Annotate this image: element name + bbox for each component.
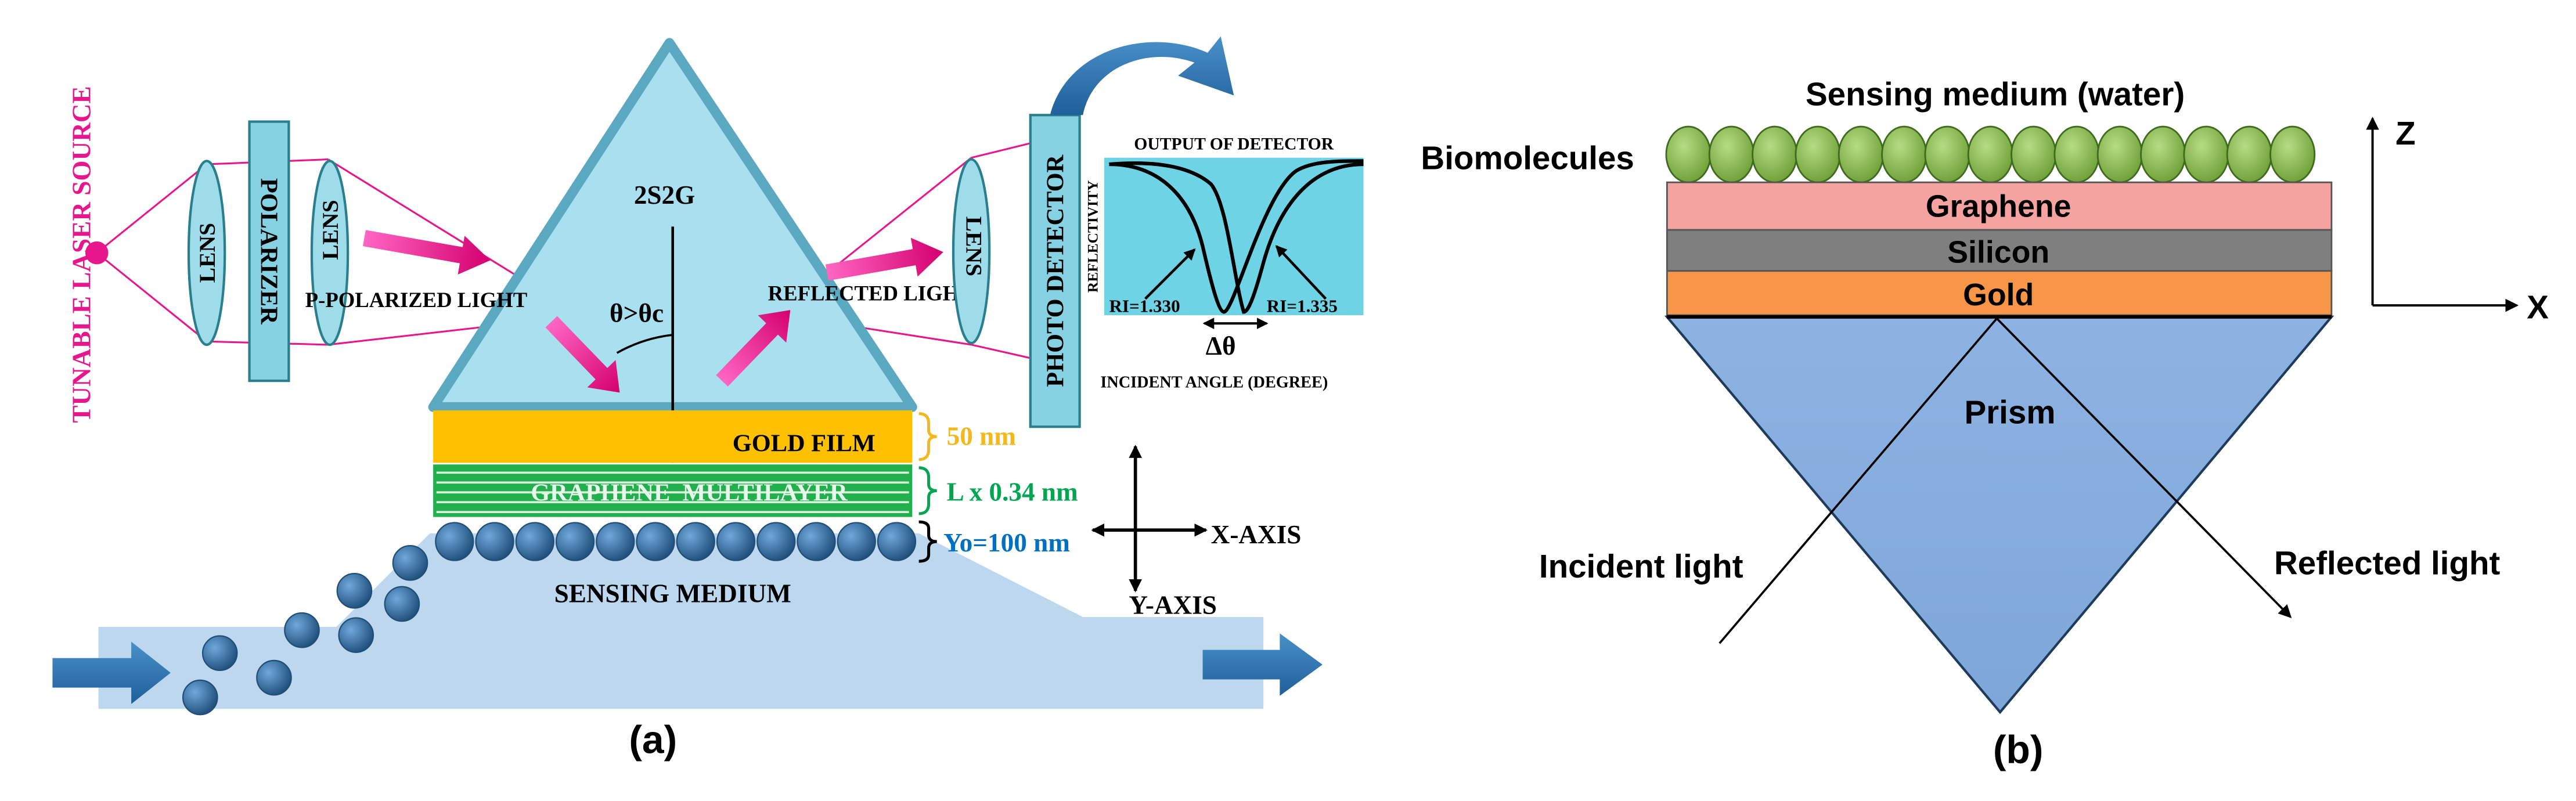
y-axis-label: Y-AXIS — [1129, 590, 1217, 619]
gold-film — [433, 410, 913, 463]
gold-thickness-label: 50 nm — [947, 421, 1016, 450]
biomolecule-layer — [1665, 125, 2316, 183]
bound-biomolecule — [475, 522, 514, 561]
lens-mid — [310, 160, 350, 347]
photo-detector-label: PHOTO DETECTOR — [1042, 154, 1069, 387]
bound-biomolecule-row — [435, 522, 917, 561]
biomolecule — [2226, 125, 2272, 183]
biomolecules-label: Biomolecules — [1421, 140, 1634, 176]
biomolecule — [1881, 125, 1928, 183]
polarizer-label: POLARIZER — [255, 178, 282, 324]
p-polarized-light-label: P-POLARIZED LIGHT — [305, 288, 528, 312]
prism-b — [1664, 315, 2334, 715]
prism-b-label: Prism — [1964, 394, 2055, 431]
bound-biomolecule — [555, 522, 595, 561]
thickness-braces — [918, 412, 937, 563]
bound-biomolecule — [636, 522, 675, 561]
incident-ray — [1718, 317, 1998, 644]
silicon-layer — [1666, 229, 2333, 272]
sensing-channel — [98, 533, 1264, 709]
bound-biomolecule — [877, 522, 917, 561]
lens-right — [952, 158, 991, 345]
gold-film-label: GOLD FILM — [733, 430, 876, 457]
z-axis-label: Z — [2395, 115, 2416, 151]
graphene-sheet-lines — [436, 471, 909, 514]
bound-biomolecule — [515, 522, 554, 561]
ri-right-label: RI=1.335 — [1267, 295, 1338, 316]
biomolecule — [2140, 125, 2186, 183]
bound-biomolecule — [837, 522, 876, 561]
bound-biomolecule — [435, 522, 474, 561]
reflectivity-curve-2 — [1109, 161, 1364, 314]
lens-right-label: LENS — [961, 217, 987, 276]
biomolecule — [1708, 125, 1754, 183]
gold-layer-label: Gold — [1963, 277, 2034, 312]
x-axis-label: X-AXIS — [1211, 520, 1302, 549]
ri-left-pointer — [1144, 248, 1196, 300]
biomolecule — [2096, 125, 2143, 183]
detector-plot-xlabel: INCIDENT ANGLE (DEGREE) — [1100, 373, 1328, 391]
x-axis-b-label: X — [2527, 289, 2549, 326]
yo-thickness-label: Yo=100 nm — [943, 528, 1070, 557]
lens-left — [187, 160, 226, 347]
incident-angle-arc — [616, 334, 673, 354]
biomolecule — [1665, 125, 1712, 183]
biomolecule — [2053, 125, 2100, 183]
biomolecule — [2183, 125, 2229, 183]
pink-light-arrows — [362, 230, 943, 393]
graphene-layer — [1666, 181, 2333, 231]
ri-left-label: RI=1.330 — [1109, 295, 1180, 316]
panel-a: TUNABLE LASER SOURCE LENS POLARIZER — [52, 36, 1364, 762]
ri-right-pointer — [1275, 245, 1327, 300]
lens-left-label: LENS — [194, 223, 220, 283]
prism-label: 2S2G — [634, 181, 696, 210]
detector-plot-area — [1104, 157, 1364, 316]
graphene-layer-label: Graphene — [1926, 189, 2071, 223]
silicon-layer-label: Silicon — [1947, 235, 2049, 270]
biomolecule — [1967, 125, 2013, 183]
tunable-laser-source-label: TUNABLE LASER SOURCE — [67, 86, 96, 423]
gold-layer — [1666, 270, 2333, 316]
bound-biomolecule — [756, 522, 796, 561]
angle-condition-label: θ>θc — [610, 298, 664, 327]
biomolecule — [2011, 125, 2057, 183]
delta-theta-label: Δθ — [1206, 331, 1236, 360]
reflectivity-curve-1 — [1109, 159, 1364, 314]
detector-plot-title: OUTPUT OF DETECTOR — [1134, 135, 1334, 154]
panel-a-caption: (a) — [629, 719, 677, 762]
bound-biomolecule — [716, 522, 756, 561]
biomolecule — [1838, 125, 1884, 183]
polarizer — [248, 120, 290, 383]
graphene-thickness-label: L x 0.34 nm — [947, 477, 1078, 506]
biomolecule — [1752, 125, 1798, 183]
bound-biomolecule — [596, 522, 635, 561]
bound-biomolecule — [676, 522, 715, 561]
detector-output-plot: OUTPUT OF DETECTOR REFLECTIVITY RI=1.330… — [1085, 135, 1364, 391]
reflected-ray — [1996, 317, 2292, 619]
panel-b-caption: (b) — [1993, 728, 2044, 772]
bound-biomolecule — [797, 522, 836, 561]
outflow-arrow — [1202, 633, 1323, 696]
inflow-arrow — [52, 641, 171, 704]
output-curved-arrow — [1050, 36, 1234, 116]
incident-light-label: Incident light — [1539, 548, 1743, 584]
graphene-multilayer-label: GRAPHENE MULTILAYER — [531, 479, 848, 506]
sensing-medium-water-label: Sensing medium (water) — [1806, 75, 2185, 112]
biomolecule — [1924, 125, 1970, 183]
floating-biomolecules — [182, 544, 428, 716]
panel-b: Sensing medium (water) Biomolecules Grap… — [1421, 75, 2549, 771]
sensing-medium-label: SENSING MEDIUM — [554, 579, 791, 608]
biomolecule — [2269, 125, 2316, 183]
reflected-light-b-label: Reflected light — [2274, 545, 2501, 582]
lens-mid-label: LENS — [318, 200, 343, 259]
reflected-light-label: REFLECTED LIGHT — [768, 282, 974, 305]
biomolecule — [1795, 125, 1841, 183]
detector-plot-ylabel: REFLECTIVITY — [1085, 181, 1101, 293]
